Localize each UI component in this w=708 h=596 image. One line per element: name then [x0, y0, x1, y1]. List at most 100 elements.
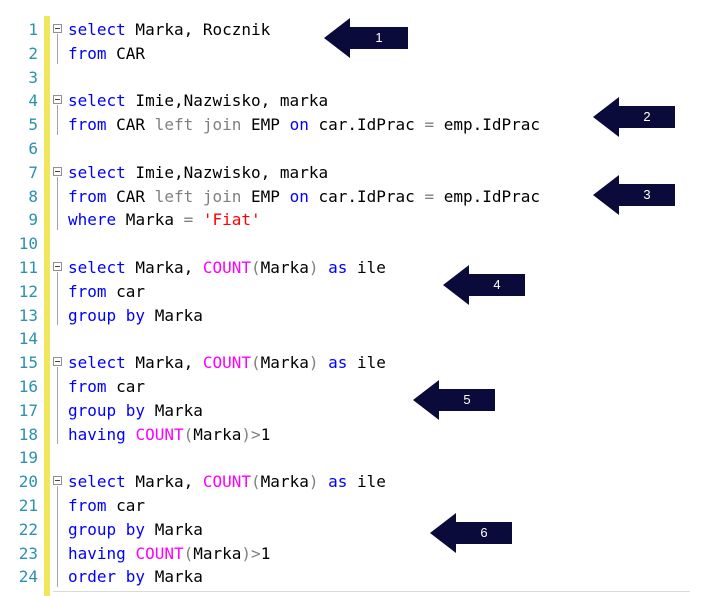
line-number: 16: [18, 377, 38, 396]
code-token: order by: [68, 567, 146, 587]
callout-label-4: 4: [493, 277, 501, 292]
code-token: as: [328, 258, 348, 277]
code-token: from: [68, 115, 107, 135]
code-token: Marka: [145, 567, 203, 587]
collapse-minus-icon[interactable]: [53, 95, 62, 105]
change-tracking-bar: [44, 16, 50, 596]
code-token: [318, 258, 328, 277]
code-token: Marka, Rocznik: [125, 20, 271, 39]
line-number: 6: [28, 139, 38, 158]
collapse-minus-icon[interactable]: [53, 476, 62, 486]
code-token: emp.IdPrac: [434, 186, 541, 206]
code-text: select Imie,Nazwisko, marka: [68, 89, 328, 113]
code-token: Imie,Nazwisko, marka: [125, 91, 329, 111]
line-number: 4: [28, 91, 38, 111]
code-line[interactable]: 3: [0, 66, 708, 90]
arrow-left-callout-icon: [430, 513, 512, 553]
code-token: car.IdPrac: [308, 186, 425, 206]
collapse-minus-icon[interactable]: [53, 166, 62, 176]
code-token: ile: [347, 472, 386, 492]
code-token: select: [68, 353, 126, 373]
code-token: car: [106, 281, 146, 301]
code-token: group by: [68, 519, 146, 539]
code-token: Marka,: [125, 258, 203, 277]
code-token: on: [289, 186, 309, 206]
code-token: on: [289, 115, 309, 135]
collapse-minus-icon[interactable]: [53, 357, 62, 367]
outline-guide: [57, 272, 58, 326]
code-token: ile: [347, 353, 386, 373]
code-token: Marka: [116, 210, 184, 230]
line-number: 14: [18, 329, 38, 349]
code-token: from: [68, 377, 107, 396]
code-line[interactable]: 14: [0, 327, 708, 351]
code-text: where Marka = 'Fiat': [68, 208, 261, 232]
line-number: 9: [28, 210, 38, 230]
outline-guide: [57, 105, 58, 135]
code-token: left join: [154, 186, 242, 206]
code-line[interactable]: 11 select Marka, COUNT(Marka) as ile: [0, 256, 708, 280]
code-token: group by: [68, 305, 146, 325]
code-token: (: [251, 353, 261, 373]
code-line[interactable]: 19: [0, 446, 708, 470]
code-token: 1: [260, 543, 271, 563]
code-line[interactable]: 6: [0, 137, 708, 161]
collapse-minus-icon[interactable]: [53, 24, 62, 33]
code-token: =: [424, 115, 435, 135]
code-text: select Marka, COUNT(Marka) as ile: [68, 256, 386, 280]
code-token: Marka: [145, 519, 203, 539]
callout-label-6: 6: [480, 525, 488, 540]
code-line[interactable]: 10: [0, 232, 708, 256]
collapse-minus-icon[interactable]: [53, 262, 62, 271]
line-number: 2: [28, 43, 38, 63]
line-number: 8: [28, 186, 38, 206]
code-token: ): [308, 258, 319, 277]
code-token: COUNT: [202, 258, 252, 277]
line-number: 21: [18, 496, 38, 515]
code-line[interactable]: 24 order by Marka: [0, 565, 708, 589]
code-token: Marka: [145, 400, 203, 420]
arrow-left-callout-icon: [324, 18, 408, 58]
code-token: (: [251, 472, 261, 492]
code-token: Marka: [145, 305, 203, 325]
line-number: 17: [18, 400, 38, 420]
line-number: 7: [28, 162, 38, 182]
code-text: select Marka, Rocznik: [68, 18, 270, 42]
code-token: CAR: [106, 186, 155, 206]
outline-guide: [57, 486, 58, 588]
code-token: (: [251, 258, 261, 277]
code-token: select: [68, 20, 126, 39]
code-text: from car: [68, 280, 145, 304]
code-token: Marka: [260, 258, 309, 277]
line-number: 10: [18, 234, 38, 254]
outline-guide: [57, 367, 58, 445]
code-token: ): [308, 353, 319, 373]
line-number: 24: [18, 567, 38, 587]
code-line[interactable]: 4 select Imie,Nazwisko, marka: [0, 89, 708, 113]
code-line[interactable]: 9 where Marka = 'Fiat': [0, 208, 708, 232]
code-line[interactable]: 21 from car: [0, 494, 708, 518]
arrow-left-callout-icon: [413, 380, 495, 420]
code-token: ile: [347, 258, 386, 277]
callout-label-3: 3: [643, 187, 651, 202]
code-token: from: [68, 496, 107, 515]
code-token: Marka: [260, 472, 309, 492]
code-token: from: [68, 281, 107, 301]
line-number: 11: [18, 258, 38, 277]
code-token: car: [106, 496, 146, 515]
